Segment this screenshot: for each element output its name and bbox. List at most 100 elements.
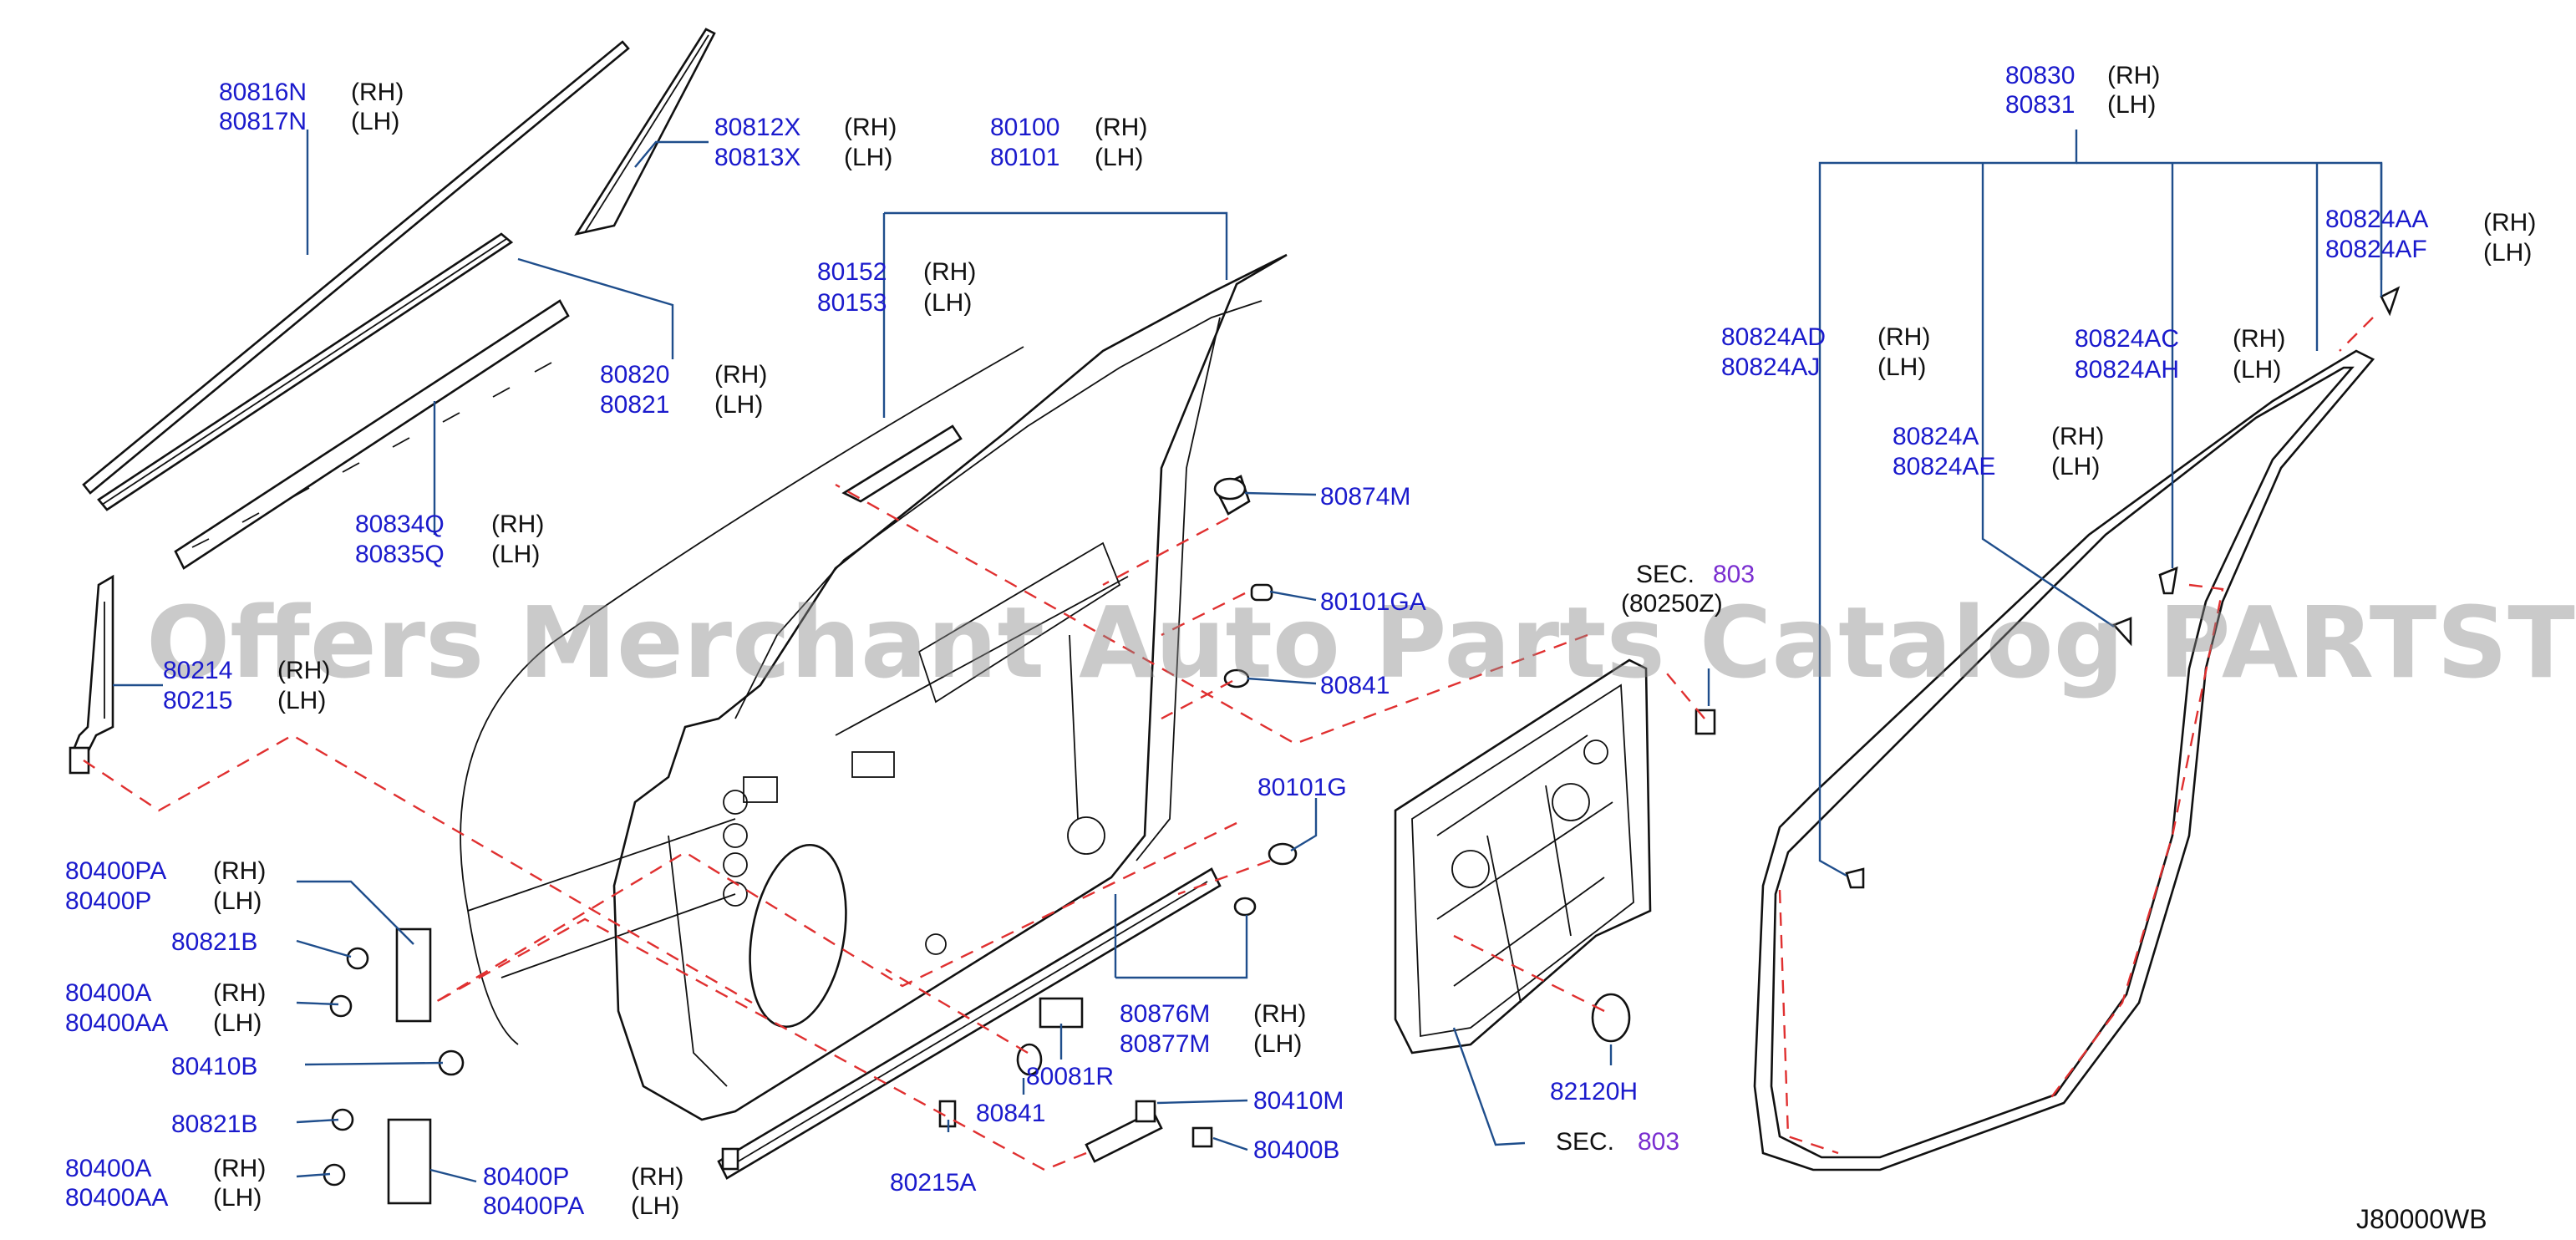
part-label[interactable]: 80824AD [1721,323,1826,351]
part-label[interactable]: 80834Q [355,511,445,538]
side-label: (LH) [714,391,763,419]
part-label[interactable]: 80824A [1893,423,1979,450]
part-label[interactable]: 80830 [2005,62,2075,89]
part-label[interactable]: 80817N [219,108,307,135]
part-label[interactable]: 80410M [1253,1087,1344,1115]
door-panel [460,253,1288,1121]
section-ref-prefix: SEC. [1636,561,1694,588]
door-sash [69,574,114,775]
side-label: (LH) [491,541,540,568]
part-label[interactable]: 80821 [600,391,669,419]
side-label: (LH) [277,687,326,714]
side-label: (LH) [1253,1030,1302,1058]
part-label[interactable]: 80820 [600,361,669,389]
outside-moulding [97,232,514,511]
part-label[interactable]: 82120H [1550,1078,1638,1105]
part-label[interactable]: 80400A [65,979,151,1007]
belt-weatherstrip [174,299,570,570]
part-label[interactable]: 80153 [817,289,887,317]
part-label[interactable]: 80841 [976,1100,1045,1127]
part-label[interactable]: 80821B [171,928,257,956]
window-regulator-module [1394,658,1652,1055]
part-label[interactable]: 80874M [1320,483,1410,511]
section-ref-part: (80250Z) [1621,590,1723,617]
part-label[interactable]: 80813X [714,144,800,171]
leader-lines [113,130,2383,1183]
part-label[interactable]: 80877M [1120,1030,1210,1058]
side-label: (RH) [491,511,544,538]
part-label[interactable]: 80824AE [1893,453,1995,480]
side-label: (LH) [2233,356,2281,384]
part-label[interactable]: 80214 [163,657,232,684]
side-label: (LH) [844,144,892,171]
part-label[interactable]: 80100 [990,114,1059,141]
part-label[interactable]: 80410B [171,1053,257,1080]
part-label[interactable]: 80400PA [65,857,166,885]
side-label: (RH) [213,1155,266,1182]
watermark-text: Offers Merchant Auto Parts Catalog PARTS… [146,585,2576,700]
part-label[interactable]: 80824AC [2075,325,2179,353]
part-label[interactable]: 80821B [171,1110,257,1138]
part-label[interactable]: 80081R [1026,1063,1114,1090]
side-label: (LH) [2051,453,2100,480]
diagram-code: J80000WB [2356,1204,2487,1234]
part-label[interactable]: 80101GA [1320,588,1426,616]
side-label: (LH) [2107,91,2156,119]
side-label: (RH) [844,114,897,141]
part-label[interactable]: 80876M [1120,1000,1210,1028]
part-label[interactable]: 80400P [65,887,151,915]
side-label: (RH) [923,258,976,286]
side-label: (LH) [351,108,399,135]
part-label[interactable]: 80841 [1320,672,1390,699]
section-ref-number[interactable]: 803 [1713,561,1755,588]
side-label: (RH) [2107,62,2160,89]
part-label[interactable]: 80812X [714,114,800,141]
side-label: (RH) [2483,209,2536,236]
reference-lines [83,317,2374,1171]
part-label[interactable]: 80824AA [2325,206,2428,233]
side-label: (LH) [1095,144,1143,171]
part-label[interactable]: 80101G [1258,774,1347,801]
side-label: (LH) [213,1009,262,1037]
sash-trim [574,28,716,236]
part-label[interactable]: 80215A [890,1169,976,1197]
section-ref-prefix: SEC. [1556,1128,1614,1156]
part-label[interactable]: 80400A [65,1155,151,1182]
fastener-group [323,286,2401,1205]
side-label: (LH) [631,1192,679,1220]
part-label[interactable]: 80831 [2005,91,2075,119]
part-label[interactable]: 80215 [163,687,232,714]
side-label: (RH) [631,1163,683,1191]
side-label: (LH) [923,289,972,317]
side-label: (RH) [277,657,330,684]
side-label: (RH) [2233,325,2285,353]
side-label: (RH) [2051,423,2104,450]
part-label[interactable]: 80824AF [2325,236,2427,263]
part-label[interactable]: 80400P [483,1163,569,1191]
part-label[interactable]: 80824AH [2075,356,2179,384]
side-label: (RH) [351,79,404,106]
door-lower-moulding [717,867,1222,1180]
side-label: (RH) [1253,1000,1306,1028]
side-label: (LH) [1877,353,1926,381]
part-label[interactable]: 80400AA [65,1184,168,1212]
section-ref-number[interactable]: 803 [1638,1128,1679,1156]
side-label: (RH) [1877,323,1930,351]
part-label[interactable]: 80400AA [65,1009,168,1037]
part-label[interactable]: 80816N [219,79,307,106]
side-label: (RH) [714,361,767,389]
part-label[interactable]: 80101 [990,144,1059,171]
part-label[interactable]: 80835Q [355,541,445,568]
side-label: (LH) [213,1184,262,1212]
part-label[interactable]: 80152 [817,258,887,286]
side-label: (LH) [2483,239,2532,267]
drip-moulding [82,40,630,495]
side-label: (RH) [1095,114,1147,141]
part-label[interactable]: 80824AJ [1721,353,1820,381]
side-label: (RH) [213,857,266,885]
part-label[interactable]: 80400B [1253,1136,1339,1164]
part-label[interactable]: 80400PA [483,1192,584,1220]
side-label: (LH) [213,887,262,915]
side-label: (RH) [213,979,266,1007]
